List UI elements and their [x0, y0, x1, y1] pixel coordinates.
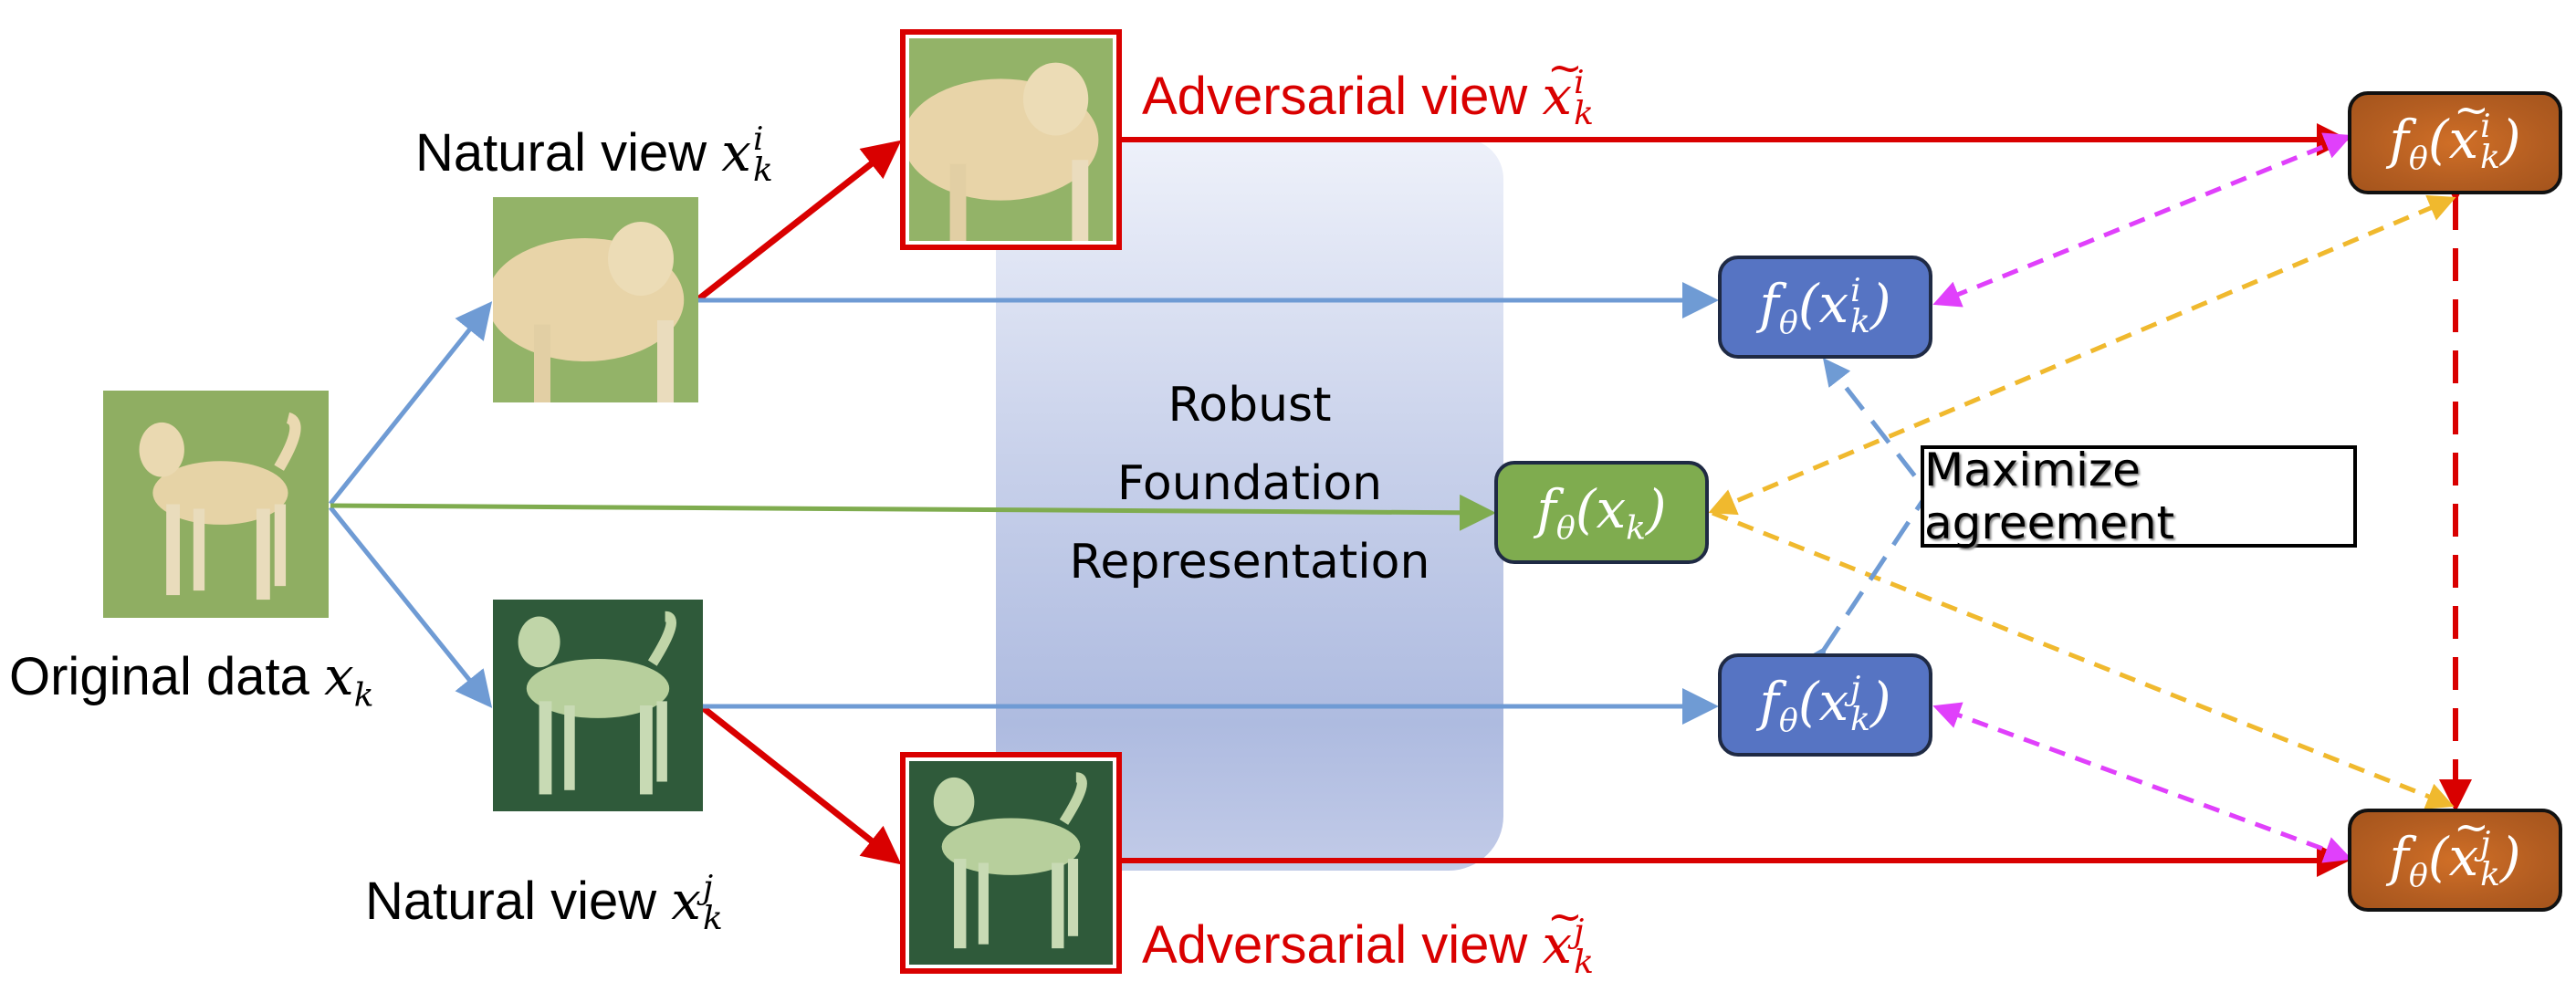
adversarial-view-j-label: Adversarial view xjk [1142, 895, 1594, 980]
natural-view-i-image [493, 197, 698, 402]
maximize-agreement-label: Maximize agreement [1924, 444, 2175, 549]
natural-view-j-image [493, 600, 703, 811]
dashed-magenta-bottom [1932, 702, 2352, 863]
original-image [103, 391, 329, 618]
adversarial-view-j-frame [900, 752, 1122, 974]
arrow-original-to-natural-i [329, 301, 493, 506]
adversarial-view-i-image [909, 38, 1113, 241]
panel-line-3: Representation [1069, 535, 1430, 590]
panel-line-2: Foundation [1116, 456, 1383, 511]
panel-line-1: Robust [1168, 378, 1332, 433]
dashed-magenta-top [1932, 132, 2352, 308]
original-data-label: Original data xk [9, 650, 374, 713]
dashed-yellow-top [1708, 194, 2456, 516]
dashed-blue-chevron [1799, 358, 1932, 677]
robust-foundation-panel: Robust Foundation Representation [996, 139, 1503, 871]
maximize-agreement-box: Maximize agreement [1921, 444, 2357, 549]
arrow-natural-i-to-adversarial-i [696, 140, 902, 302]
original-data-text: Original data [9, 647, 324, 706]
original-data-math: xk [323, 645, 374, 715]
dashed-yellow-bottom [1712, 510, 2455, 809]
f-adversarial-j-box: fθ(xjk) [2348, 802, 2562, 912]
adversarial-view-i-label: Adversarial view xik [1142, 47, 1594, 131]
f-adversarial-i-box: fθ(xik) [2348, 85, 2562, 194]
arrow-original-to-natural-j [329, 506, 493, 708]
arrow-original-to-green-box [330, 494, 1496, 531]
adversarial-view-j-image [909, 761, 1113, 965]
arrow-natural-j-to-adversarial-j [698, 704, 902, 865]
adversarial-view-i-frame [900, 29, 1122, 250]
f-original-box: fθ(xk) [1494, 461, 1709, 564]
